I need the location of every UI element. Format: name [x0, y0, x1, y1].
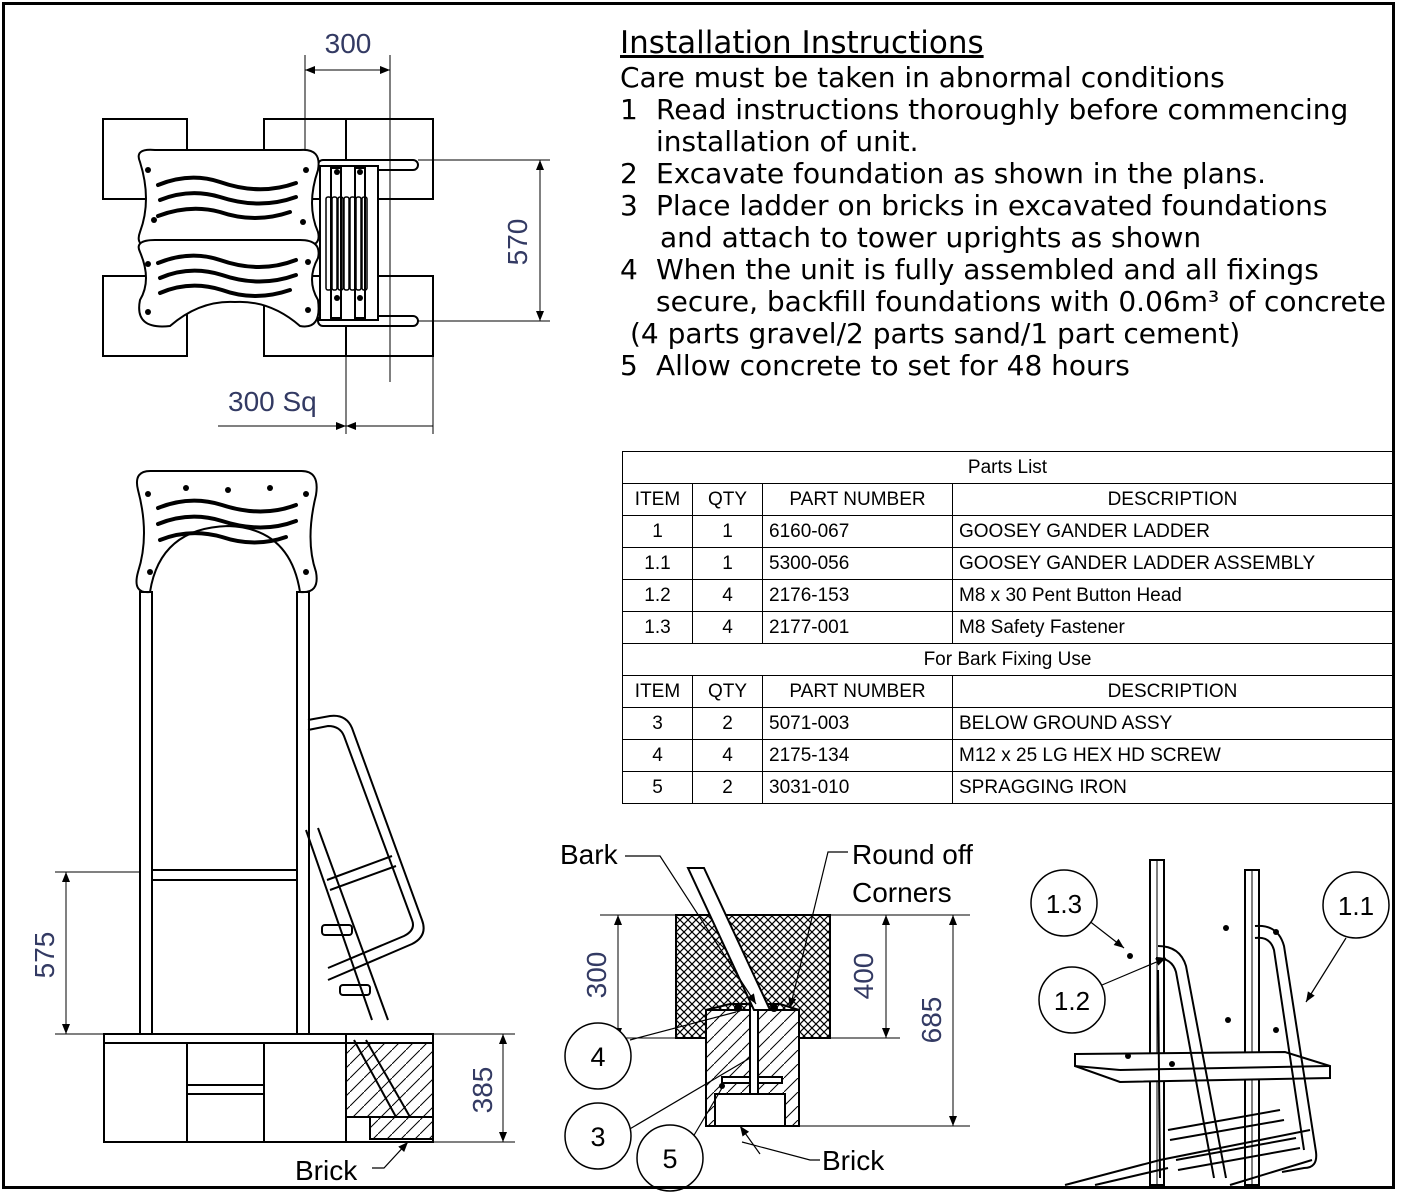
balloon-1-1: 1.1	[1338, 891, 1374, 921]
balloon-4: 4	[590, 1042, 605, 1072]
step-4-mix: (4 parts gravel/2 parts sand/1 part ceme…	[630, 317, 1241, 350]
bark-header-row: ITEM QTY PART NUMBER DESCRIPTION	[622, 675, 1393, 708]
dim-top-square: 300 Sq	[228, 386, 317, 417]
dim-top-height: 570	[502, 219, 533, 266]
dim-front-depth: 385	[467, 1067, 498, 1114]
dim-section-300: 300	[581, 952, 612, 999]
label-round-off: Round off	[852, 839, 973, 870]
installation-instructions: Installation Instructions Care must be t…	[620, 24, 1390, 382]
step-3-continued: and attach to tower uprights as shown	[660, 221, 1202, 254]
dim-top-width: 300	[325, 28, 372, 59]
step-1-continued: installation of unit.	[656, 125, 919, 158]
balloon-5: 5	[662, 1144, 677, 1174]
parts-header-row: ITEM QTY PART NUMBER DESCRIPTION	[622, 483, 1393, 516]
ladder-detail	[1030, 859, 1390, 1186]
balloon-1-3: 1.3	[1046, 889, 1082, 919]
top-view	[102, 55, 550, 434]
label-brick-front: Brick	[295, 1155, 358, 1186]
label-bark: Bark	[560, 839, 619, 870]
balloon-1-2: 1.2	[1054, 986, 1090, 1016]
dim-front-height: 575	[29, 932, 60, 979]
balloon-3: 3	[590, 1122, 605, 1152]
label-corners: Corners	[852, 877, 952, 908]
instructions-intro: Care must be taken in abnormal condition…	[620, 61, 1225, 94]
bark-fixing-title: For Bark Fixing Use	[622, 643, 1393, 676]
parts-list-title: Parts List	[622, 451, 1393, 484]
dim-section-685: 685	[916, 997, 947, 1044]
front-view	[55, 469, 515, 1169]
label-brick-section: Brick	[822, 1145, 885, 1176]
parts-list-table: Parts List ITEM QTY PART NUMBER DESCRIPT…	[622, 451, 1393, 804]
dim-section-400: 400	[848, 953, 879, 1000]
instructions-title: Installation Instructions	[620, 25, 984, 61]
step-4-continued: secure, backfill foundations with 0.06m³…	[656, 285, 1386, 318]
foundation-section	[564, 851, 970, 1192]
